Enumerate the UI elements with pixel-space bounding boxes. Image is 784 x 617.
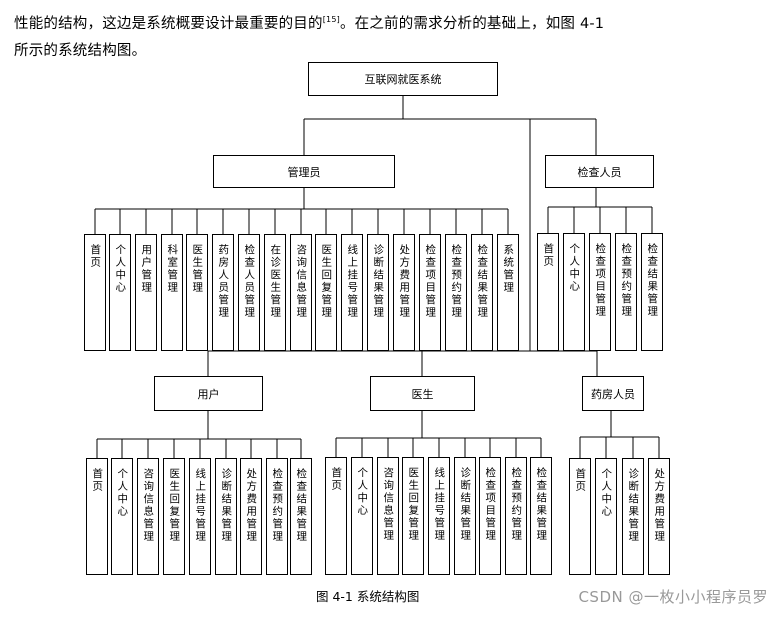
admin-item-doctor-replies: 医生回复管理 <box>315 234 337 351</box>
admin-item-registrations: 线上挂号管理 <box>341 234 363 351</box>
admin-item-departments: 科室管理 <box>161 234 183 351</box>
watermark: CSDN @一枚小小程序员罗 <box>578 588 768 606</box>
admin-item-users: 用户管理 <box>135 234 157 351</box>
admin-item-exam-results: 检查结果管理 <box>471 234 493 351</box>
inspector-item-profile: 个人中心 <box>563 233 585 351</box>
doctor-node: 医生 <box>370 376 475 411</box>
citation: [15] <box>322 15 340 24</box>
pharmacy-item-home: 首页 <box>569 458 591 575</box>
inspector-item-exam-items: 检查项目管理 <box>589 233 611 351</box>
admin-item-onduty-doctors: 在诊医生管理 <box>264 234 286 351</box>
doctor-item-exam-appointments: 检查预约管理 <box>505 457 527 575</box>
doctor-item-registrations: 线上挂号管理 <box>428 457 450 575</box>
admin-node: 管理员 <box>213 155 395 188</box>
doctor-item-exam-items: 检查项目管理 <box>479 457 501 575</box>
user-item-exam-appointments: 检查预约管理 <box>266 458 288 575</box>
inspector-node: 检查人员 <box>545 155 654 188</box>
pharmacy-item-prescription-fees: 处方费用管理 <box>648 458 670 575</box>
user-item-diagnoses: 诊断结果管理 <box>215 458 237 575</box>
root-node: 互联网就医系统 <box>308 62 498 96</box>
intro-line2: 所示的系统结构图。 <box>14 43 147 59</box>
admin-item-exam-appointments: 检查预约管理 <box>445 234 467 351</box>
doctor-item-diagnoses: 诊断结果管理 <box>454 457 476 575</box>
user-item-consultations: 咨询信息管理 <box>137 458 159 575</box>
intro-paragraph: 性能的结构，这边是系统概要设计最重要的目的[15]。在之前的需求分析的基础上，如… <box>14 6 774 65</box>
inspector-label: 检查人员 <box>577 165 622 179</box>
pharmacy-item-diagnoses: 诊断结果管理 <box>622 458 644 575</box>
pharmacy-item-profile: 个人中心 <box>595 458 617 575</box>
admin-item-exam-items: 检查项目管理 <box>419 234 441 351</box>
admin-item-diagnoses: 诊断结果管理 <box>367 234 389 351</box>
inspector-item-exam-appointments: 检查预约管理 <box>615 233 637 351</box>
root-label: 互联网就医系统 <box>364 73 442 86</box>
user-item-doctor-replies: 医生回复管理 <box>163 458 185 575</box>
user-item-prescription-fees: 处方费用管理 <box>240 458 262 575</box>
admin-item-inspectors: 检查人员管理 <box>238 234 260 351</box>
inspector-item-home: 首页 <box>537 233 559 351</box>
admin-item-system: 系统管理 <box>497 234 519 351</box>
user-item-registrations: 线上挂号管理 <box>189 458 211 575</box>
intro-line1-rest: 。在之前的需求分析的基础上，如图 4-1 <box>339 16 605 32</box>
intro-line1: 性能的结构，这边是系统概要设计最重要的目的 <box>14 16 323 32</box>
user-item-exam-results: 检查结果管理 <box>290 458 312 575</box>
doctor-item-profile: 个人中心 <box>351 457 373 575</box>
admin-item-prescription-fees: 处方费用管理 <box>393 234 415 351</box>
inspector-item-exam-results: 检查结果管理 <box>641 233 663 351</box>
admin-item-consultations: 咨询信息管理 <box>290 234 312 351</box>
user-item-profile: 个人中心 <box>111 458 133 575</box>
admin-label: 管理员 <box>287 165 321 179</box>
user-label: 用户 <box>197 387 220 401</box>
user-item-home: 首页 <box>86 458 108 575</box>
admin-item-doctors: 医生管理 <box>186 234 208 351</box>
doctor-item-home: 首页 <box>325 457 347 575</box>
admin-item-home: 首页 <box>84 234 106 351</box>
doctor-label: 医生 <box>411 387 434 401</box>
pharmacy-label: 药房人员 <box>591 387 635 401</box>
admin-item-profile: 个人中心 <box>109 234 131 351</box>
doctor-item-consultations: 咨询信息管理 <box>377 457 399 575</box>
admin-item-pharmacy-staff: 药房人员管理 <box>212 234 234 351</box>
doctor-item-doctor-replies: 医生回复管理 <box>402 457 424 575</box>
doctor-item-exam-results: 检查结果管理 <box>530 457 552 575</box>
user-node: 用户 <box>154 376 263 411</box>
figure-caption: 图 4-1 系统结构图 <box>316 589 420 604</box>
pharmacy-node: 药房人员 <box>582 376 644 411</box>
